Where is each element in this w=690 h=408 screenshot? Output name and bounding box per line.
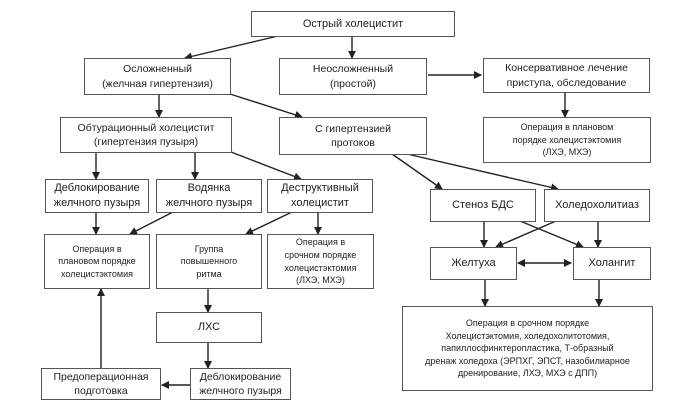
node-high-risk-group: Группа повышенного ритма xyxy=(156,234,262,289)
node-destructive-cholecystitis: Деструктивный холецистит xyxy=(267,179,373,213)
edge-duct-hypertension-choledocholithiasis xyxy=(406,153,559,192)
node-urgent-operation-final: Операция в срочном порядке Холецистэктом… xyxy=(402,306,653,391)
node-obturation-cholecystitis: Обтурационный холецистит (гипертензия пу… xyxy=(60,117,232,153)
node-lhs: ЛХС xyxy=(156,312,262,343)
edge-obturation-destructive xyxy=(230,151,302,181)
node-complicated: Осложненный (желчная гипертензия) xyxy=(84,58,231,95)
edge-choledocholithiasis-jaundice xyxy=(495,220,557,248)
node-duct-hypertension: С гипертензией протоков xyxy=(279,117,427,155)
edge-stenosis-cholangitis xyxy=(519,220,584,249)
node-unblocking-gallbladder-1: Деблокирование желчного пузыря xyxy=(45,179,149,213)
edge-complicated-duct-hypertension xyxy=(229,93,303,119)
node-acute-cholecystitis: Острый холецистит xyxy=(251,11,455,37)
edge-duct-hypertension-stenosis xyxy=(391,153,443,190)
node-planned-operation-left: Операция в плановом порядке холецистэкто… xyxy=(44,234,150,289)
node-planned-operation-right: Операция в плановом порядке холецистэкто… xyxy=(483,117,651,163)
node-choledocholithiasis: Холедохолитиаз xyxy=(544,189,650,222)
edge-destructive-high-risk xyxy=(245,211,293,235)
node-hydrops: Водянка желчного пузыря xyxy=(156,179,262,213)
node-unblocking-gallbladder-2: Деблокирование желчного пузыря xyxy=(190,368,291,400)
node-stenosis-bds: Стеноз БДС xyxy=(430,189,536,222)
edge-root-complicated xyxy=(184,35,279,61)
node-uncomplicated: Неосложненный (простой) xyxy=(279,58,427,95)
node-cholangitis: Холангит xyxy=(573,247,651,280)
node-jaundice: Желтуха xyxy=(430,247,517,280)
edge-hydrops-planned-op-left xyxy=(129,211,174,235)
node-conservative-treatment: Консервативное лечение приступа, обследо… xyxy=(483,58,650,93)
node-preoperative-preparation: Предоперационная подготовка xyxy=(41,368,161,400)
node-urgent-operation: Операция в срочном порядке холецистэктом… xyxy=(267,234,374,289)
